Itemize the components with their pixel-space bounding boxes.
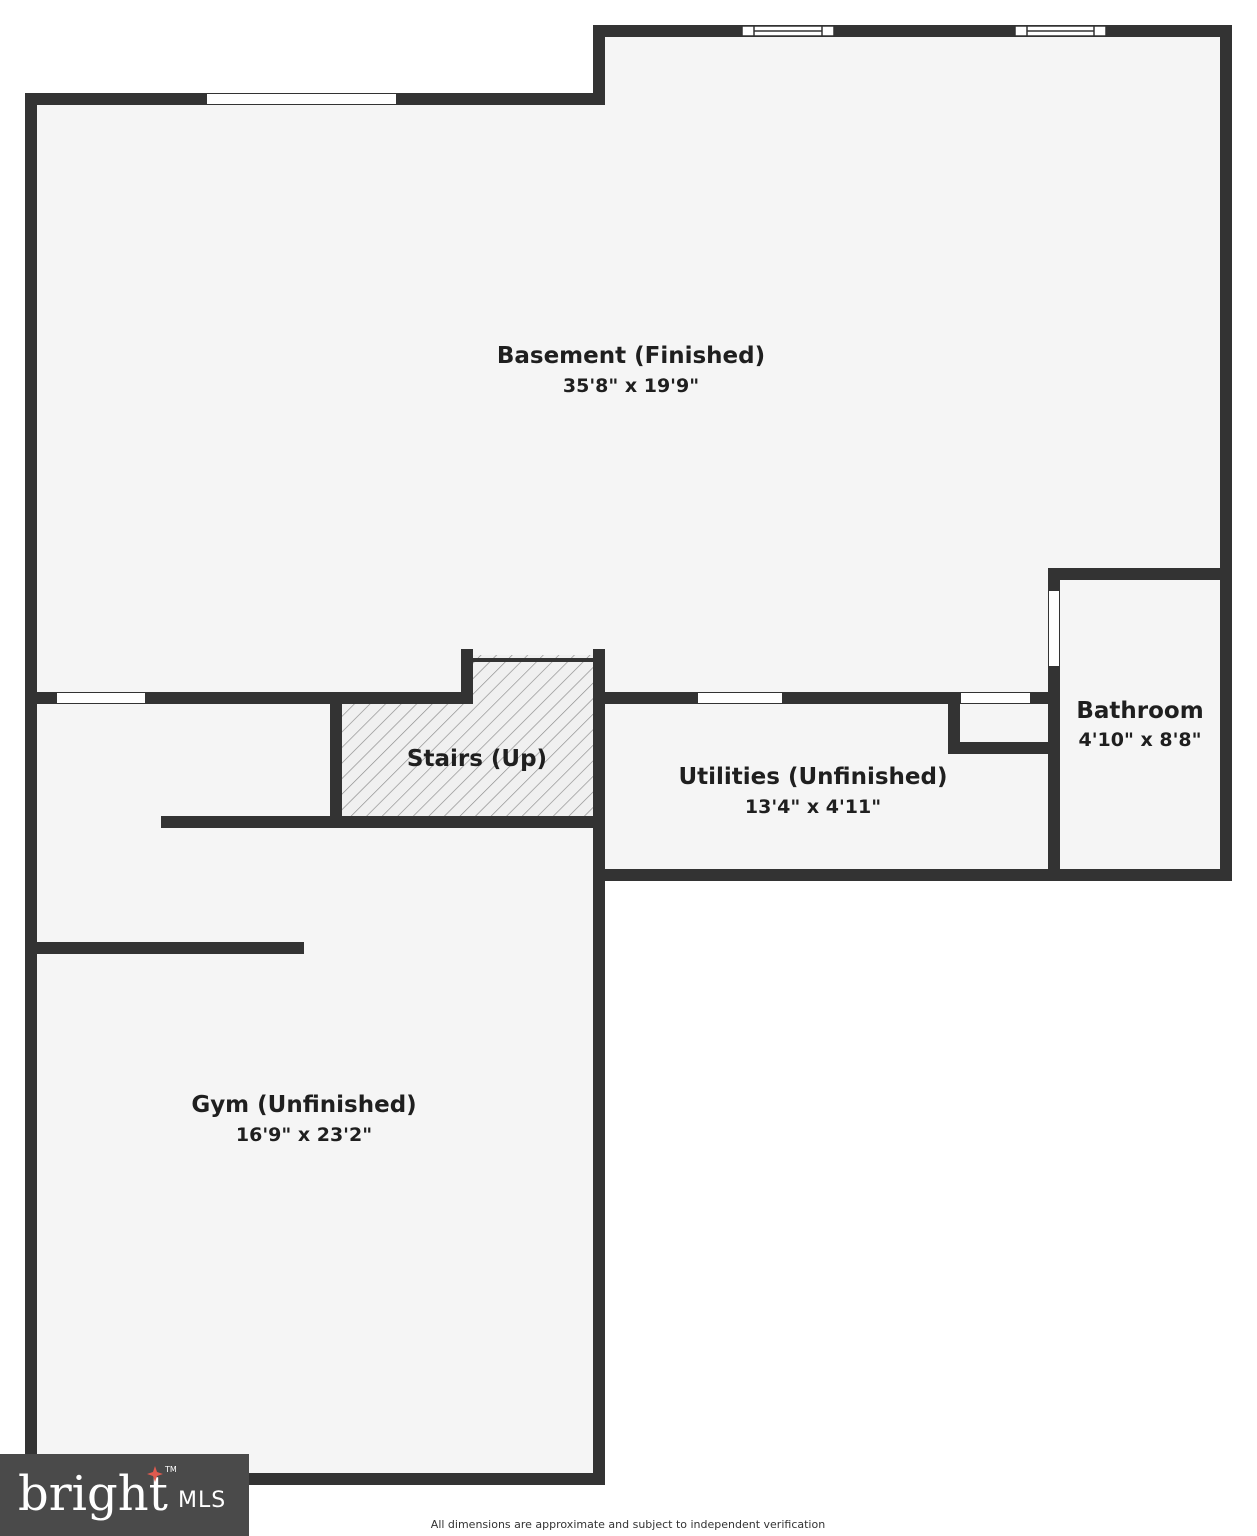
logo-tm: TM	[164, 1465, 177, 1474]
logo-mls: MLS	[178, 1488, 226, 1513]
logo-star-icon	[147, 1466, 163, 1482]
window-basement-top-left	[207, 94, 396, 104]
utilities-closet-wall	[948, 692, 1060, 754]
bathroom-floor	[1054, 574, 1226, 875]
opening-utilities	[698, 693, 782, 703]
logo-word: bright	[18, 1466, 168, 1522]
opening-bathroom	[1049, 591, 1059, 666]
utilities-name: Utilities (Unfinished)	[678, 764, 947, 790]
window-mullions	[753, 26, 1095, 36]
gym-name: Gym (Unfinished)	[191, 1092, 416, 1118]
bathroom-dimensions: 4'10" x 8'8"	[1078, 729, 1201, 751]
utilities-dimensions: 13'4" x 4'11"	[745, 796, 881, 818]
basement-name: Basement (Finished)	[497, 343, 765, 369]
basement-dimensions: 35'8" x 19'9"	[563, 375, 699, 397]
disclaimer-text: All dimensions are approximate and subje…	[431, 1518, 825, 1531]
opening-hall	[57, 693, 145, 703]
bright-mls-logo: bright TM MLS	[0, 1454, 249, 1536]
opening-closet	[961, 693, 1030, 703]
utilities-floor	[599, 698, 1054, 875]
bathroom-name: Bathroom	[1076, 698, 1203, 724]
gym-dimensions: 16'9" x 23'2"	[236, 1124, 372, 1146]
stairs-name: Stairs (Up)	[407, 746, 547, 772]
stairs-hatch	[336, 655, 599, 822]
gym-floor	[31, 822, 599, 1479]
basement-floor	[31, 31, 1226, 698]
floor-areas	[31, 31, 1226, 1479]
logo-background	[0, 1454, 249, 1536]
